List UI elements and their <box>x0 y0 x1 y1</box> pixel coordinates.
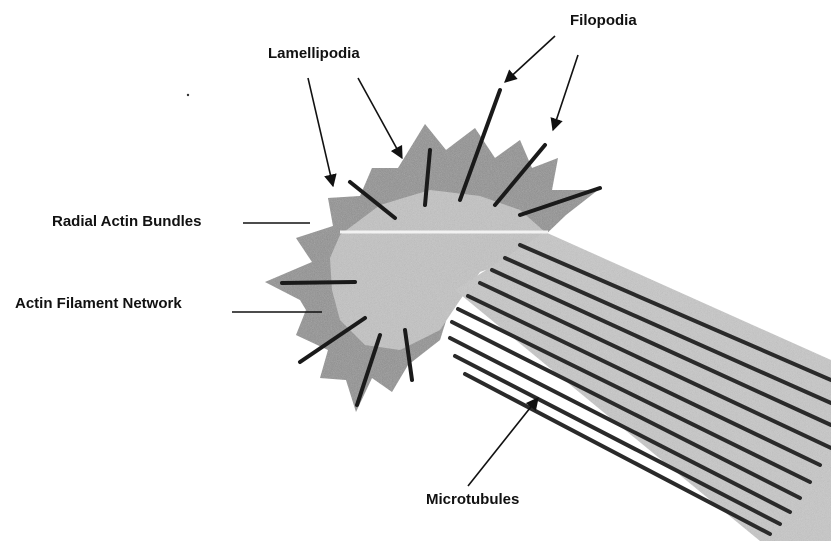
label-lamellipodia: Lamellipodia <box>268 46 360 61</box>
label-filopodia: Filopodia <box>570 13 637 28</box>
filopodium <box>282 282 355 283</box>
lamellipodia-pointer-left <box>308 78 333 186</box>
label-radial-actin-bundles: Radial Actin Bundles <box>52 214 201 229</box>
stray-mark <box>187 94 189 96</box>
lamellipodia-pointer-right <box>358 78 402 158</box>
label-microtubules: Microtubules <box>426 492 519 507</box>
microtubules-pointer <box>468 398 538 486</box>
label-actin-filament-network: Actin Filament Network <box>15 296 182 311</box>
filopodia-pointer-left <box>505 36 555 82</box>
filopodia-pointer-right <box>553 55 578 130</box>
